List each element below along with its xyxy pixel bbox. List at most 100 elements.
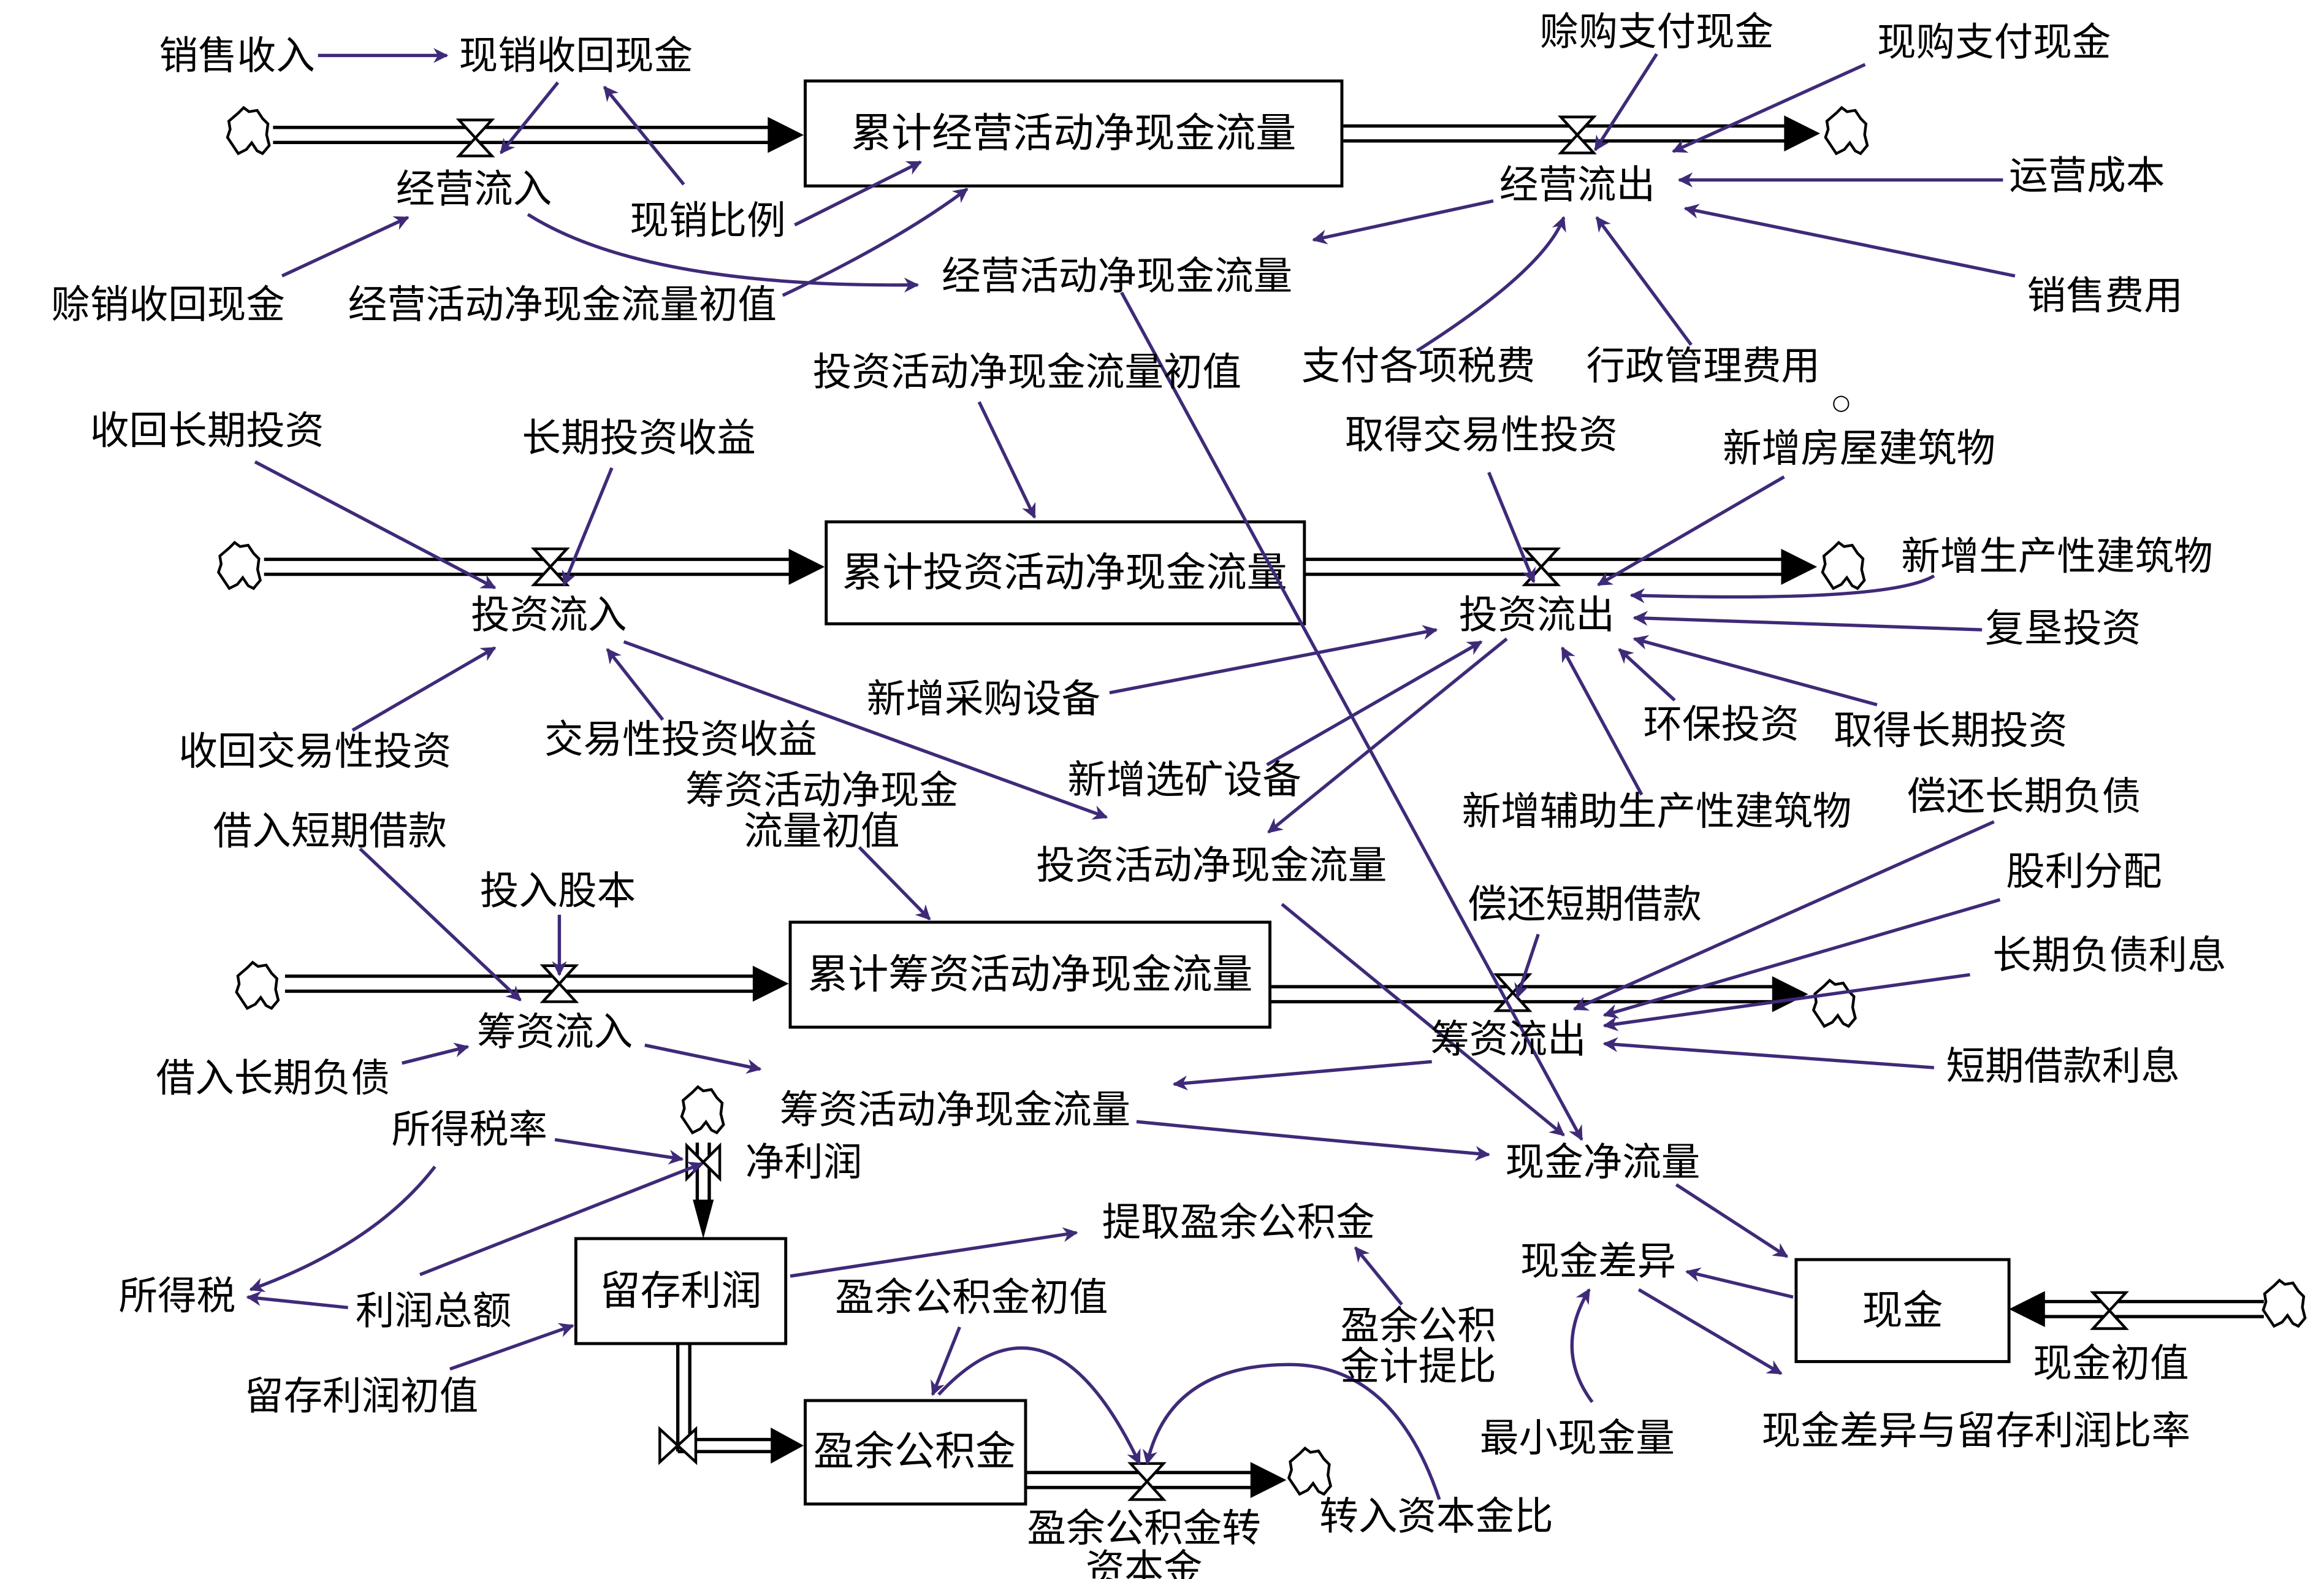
financing-outflow-pipe bbox=[1271, 976, 1808, 1012]
var-withdraw-reserve[interactable]: 提取盈余公积金 bbox=[1102, 1199, 1375, 1245]
var-fin-net-initial-line1[interactable]: 筹资活动净现金 bbox=[685, 768, 958, 813]
var-borrow-short[interactable]: 借入短期借款 bbox=[213, 808, 447, 854]
var-cash-sales-ratio[interactable]: 现销比例 bbox=[630, 197, 785, 243]
var-reserve-initial[interactable]: 盈余公积金初值 bbox=[835, 1274, 1108, 1320]
flow-reserve-to-capital-line1[interactable]: 盈余公积金转 bbox=[1027, 1505, 1260, 1551]
var-credit-sales-recovered[interactable]: 赊销收回现金 bbox=[51, 281, 284, 327]
stock-surplus-reserve[interactable]: 盈余公积金 bbox=[804, 1399, 1027, 1506]
var-fin-net-initial-line2[interactable]: 流量初值 bbox=[744, 808, 899, 854]
var-op-net-initial[interactable]: 经营活动净现金流量初值 bbox=[348, 281, 777, 327]
var-to-capital-ratio[interactable]: 转入资本金比 bbox=[1319, 1493, 1553, 1539]
stock-operating-cumulative[interactable]: 累计经营活动净现金流量 bbox=[804, 79, 1344, 188]
financing-inflow-pipe bbox=[284, 965, 789, 1002]
var-short-loan-interest[interactable]: 短期借款利息 bbox=[1946, 1044, 2179, 1089]
var-borrow-long[interactable]: 借入长期负债 bbox=[156, 1055, 390, 1101]
stock-label: 盈余公积金 bbox=[813, 1428, 1016, 1475]
valve-icon bbox=[530, 547, 570, 586]
var-cash-purchase-paid[interactable]: 现购支付现金 bbox=[1877, 19, 2111, 64]
var-repay-long-debt[interactable]: 偿还长期负债 bbox=[1907, 774, 2141, 819]
var-reserve-ratio-line2[interactable]: 金计提比 bbox=[1341, 1344, 1496, 1389]
causal-links bbox=[246, 48, 2016, 1501]
flow-investing-inflow[interactable]: 投资流入 bbox=[471, 592, 627, 638]
flow-financing-inflow[interactable]: 筹资流入 bbox=[477, 1009, 633, 1054]
net-profit-pipe bbox=[693, 1142, 714, 1239]
investing-outflow-pipe bbox=[1304, 549, 1818, 585]
source-cloud-icon bbox=[227, 108, 269, 154]
source-cloud-icon bbox=[237, 962, 278, 1008]
var-new-purchase-equipment[interactable]: 新增采购设备 bbox=[867, 676, 1100, 722]
var-fin-net[interactable]: 筹资活动净现金流量 bbox=[780, 1087, 1130, 1133]
source-cloud-icon bbox=[2263, 1280, 2305, 1326]
var-cash-difference[interactable]: 现金差异 bbox=[1520, 1239, 1676, 1284]
valve-icon bbox=[658, 1426, 698, 1466]
flow-operating-inflow[interactable]: 经营流入 bbox=[396, 166, 552, 212]
sink-cloud-icon bbox=[1813, 981, 1855, 1027]
var-paid-in-capital[interactable]: 投入股本 bbox=[480, 868, 636, 914]
var-income-tax[interactable]: 所得税 bbox=[119, 1273, 236, 1318]
valve-icon bbox=[455, 118, 495, 158]
var-op-net[interactable]: 经营活动净现金流量 bbox=[942, 253, 1292, 299]
var-reclamation-inv[interactable]: 复垦投资 bbox=[1985, 606, 2141, 651]
sink-cloud-icon bbox=[1289, 1448, 1330, 1494]
var-selling-expense[interactable]: 销售费用 bbox=[2027, 273, 2182, 318]
var-new-aux-building[interactable]: 新增辅助生产性建筑物 bbox=[1462, 789, 1852, 834]
stock-label: 累计投资活动净现金流量 bbox=[842, 549, 1287, 596]
flow-operating-outflow[interactable]: 经营流出 bbox=[1499, 162, 1655, 207]
stock-investing-cumulative[interactable]: 累计投资活动净现金流量 bbox=[825, 520, 1306, 625]
var-acquire-long-inv[interactable]: 取得长期投资 bbox=[1834, 708, 2067, 753]
operating-inflow-pipe bbox=[273, 117, 804, 153]
flow-net-profit[interactable]: 净利润 bbox=[745, 1139, 863, 1185]
var-trading-inv-income[interactable]: 交易性投资收益 bbox=[544, 717, 817, 762]
source-cloud-icon bbox=[682, 1087, 723, 1133]
var-inv-net[interactable]: 投资活动净现金流量 bbox=[1036, 843, 1387, 888]
stock-financing-cumulative[interactable]: 累计筹资活动净现金流量 bbox=[788, 920, 1272, 1029]
valve-icon bbox=[1522, 547, 1561, 586]
source-cloud-icon bbox=[218, 543, 260, 589]
var-total-profit[interactable]: 利润总额 bbox=[356, 1288, 511, 1333]
var-min-cash[interactable]: 最小现金量 bbox=[1480, 1415, 1675, 1461]
var-new-housing[interactable]: 新增房屋建筑物 bbox=[1723, 426, 1995, 471]
var-env-inv[interactable]: 环保投资 bbox=[1643, 702, 1799, 747]
var-net-cash-flow[interactable]: 现金净流量 bbox=[1506, 1139, 1701, 1185]
var-credit-purchase-paid[interactable]: 赊购支付现金 bbox=[1540, 9, 1773, 54]
var-inv-net-initial[interactable]: 投资活动净现金流量初值 bbox=[813, 349, 1241, 394]
flow-reserve-to-capital-line2[interactable]: 资本金 bbox=[1086, 1546, 1203, 1579]
var-cash-sales-recovered[interactable]: 现销收回现金 bbox=[459, 32, 693, 78]
valve-icon bbox=[685, 1142, 722, 1182]
var-recover-long-inv[interactable]: 收回长期投资 bbox=[90, 408, 324, 453]
valve-icon bbox=[2090, 1291, 2129, 1330]
flow-cash-initial[interactable]: 现金初值 bbox=[2033, 1340, 2189, 1386]
var-cash-diff-ratio[interactable]: 现金差异与留存利润比率 bbox=[1762, 1408, 2190, 1453]
small-circle-mark: ○ bbox=[1832, 391, 1850, 415]
var-recover-trading-inv[interactable]: 收回交易性投资 bbox=[178, 728, 451, 774]
var-retained-initial[interactable]: 留存利润初值 bbox=[245, 1374, 478, 1419]
cash-inflow-pipe bbox=[2009, 1291, 2264, 1328]
stock-label: 累计筹资活动净现金流量 bbox=[807, 951, 1252, 998]
stock-retained-profit[interactable]: 留存利润 bbox=[574, 1237, 788, 1345]
var-dividend[interactable]: 股利分配 bbox=[2006, 849, 2162, 894]
var-reserve-ratio-line1[interactable]: 盈余公积 bbox=[1341, 1303, 1496, 1348]
flow-investing-outflow[interactable]: 投资流出 bbox=[1459, 592, 1615, 638]
var-admin-expense[interactable]: 行政管理费用 bbox=[1587, 343, 1820, 389]
sink-cloud-icon bbox=[1823, 543, 1864, 589]
stock-label: 现金 bbox=[1862, 1287, 1943, 1334]
var-new-production-building[interactable]: 新增生产性建筑物 bbox=[1901, 533, 2213, 579]
stock-label: 留存利润 bbox=[600, 1267, 761, 1314]
var-acquire-trading-inv[interactable]: 取得交易性投资 bbox=[1345, 412, 1618, 457]
investing-inflow-pipe bbox=[264, 549, 825, 585]
flow-financing-outflow[interactable]: 筹资流出 bbox=[1430, 1017, 1586, 1062]
sink-cloud-icon bbox=[1826, 108, 1867, 154]
var-operating-cost[interactable]: 运营成本 bbox=[2009, 153, 2165, 198]
var-sales-revenue[interactable]: 销售收入 bbox=[159, 32, 315, 78]
var-long-debt-interest[interactable]: 长期负债利息 bbox=[1992, 933, 2226, 978]
var-income-tax-rate[interactable]: 所得税率 bbox=[392, 1106, 547, 1152]
var-new-dressing-equipment[interactable]: 新增选矿设备 bbox=[1067, 757, 1301, 803]
valve-icon bbox=[1557, 115, 1597, 155]
retained-to-reserve-pipe bbox=[676, 1344, 804, 1464]
var-long-inv-income[interactable]: 长期投资收益 bbox=[522, 415, 755, 461]
var-repay-short-loan[interactable]: 偿还短期借款 bbox=[1468, 882, 1701, 927]
var-taxes-paid[interactable]: 支付各项税费 bbox=[1301, 343, 1535, 389]
stock-cash[interactable]: 现金 bbox=[1794, 1258, 2011, 1363]
valve-icon bbox=[1127, 1462, 1167, 1501]
